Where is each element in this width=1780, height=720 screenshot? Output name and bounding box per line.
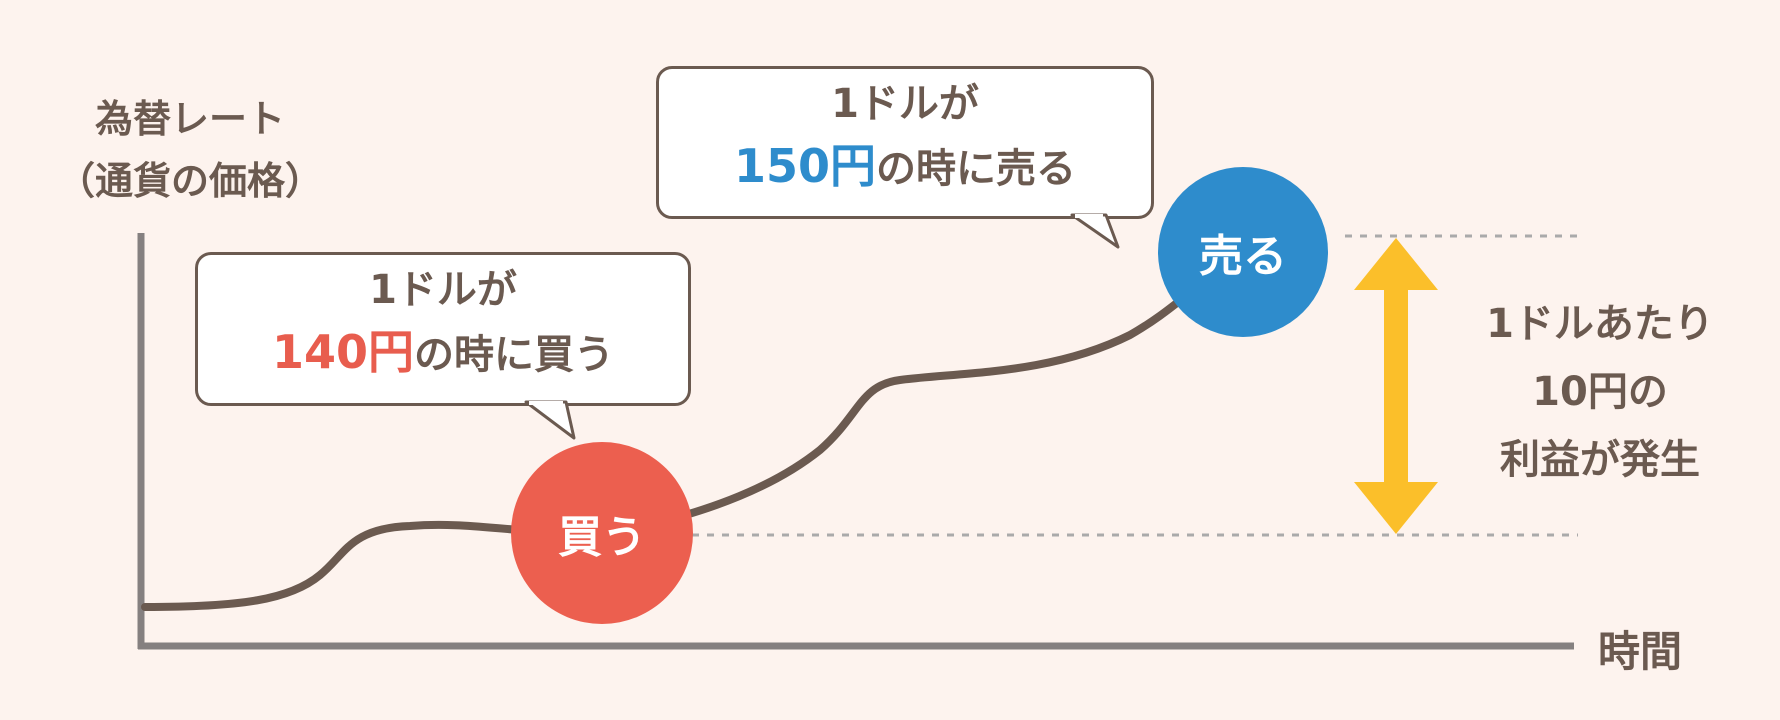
y-axis-label: 為替レート （通貨の価格） xyxy=(40,88,340,212)
y-axis-label-line2: （通貨の価格） xyxy=(56,159,323,203)
sell-bubble-line1: 1ドルが xyxy=(831,81,979,127)
buy-price: 140円 xyxy=(271,325,415,379)
sell-speech-bubble: 1ドルが 150円の時に売る xyxy=(656,66,1154,219)
profit-line3: 利益が発生 xyxy=(1500,437,1700,483)
profit-line1: 1ドルあたり xyxy=(1486,301,1714,347)
sell-marker: 売る xyxy=(1158,167,1328,337)
y-axis-label-line1: 為替レート xyxy=(94,97,285,141)
profit-line2: 10円の xyxy=(1532,369,1668,415)
x-axis-label: 時間 xyxy=(1598,627,1683,676)
buy-speech-bubble: 1ドルが 140円の時に買う xyxy=(195,252,691,406)
buy-bubble-line1: 1ドルが xyxy=(369,267,517,313)
sell-bubble-suffix: の時に売る xyxy=(876,146,1077,192)
exchange-rate-curve xyxy=(141,281,1204,611)
buy-bubble-suffix: の時に買う xyxy=(414,332,615,378)
profit-label: 1ドルあたり 10円の 利益が発生 xyxy=(1470,290,1730,494)
profit-arrow xyxy=(1354,238,1438,534)
sell-price: 150円 xyxy=(733,139,877,193)
buy-marker: 買う xyxy=(511,442,693,624)
